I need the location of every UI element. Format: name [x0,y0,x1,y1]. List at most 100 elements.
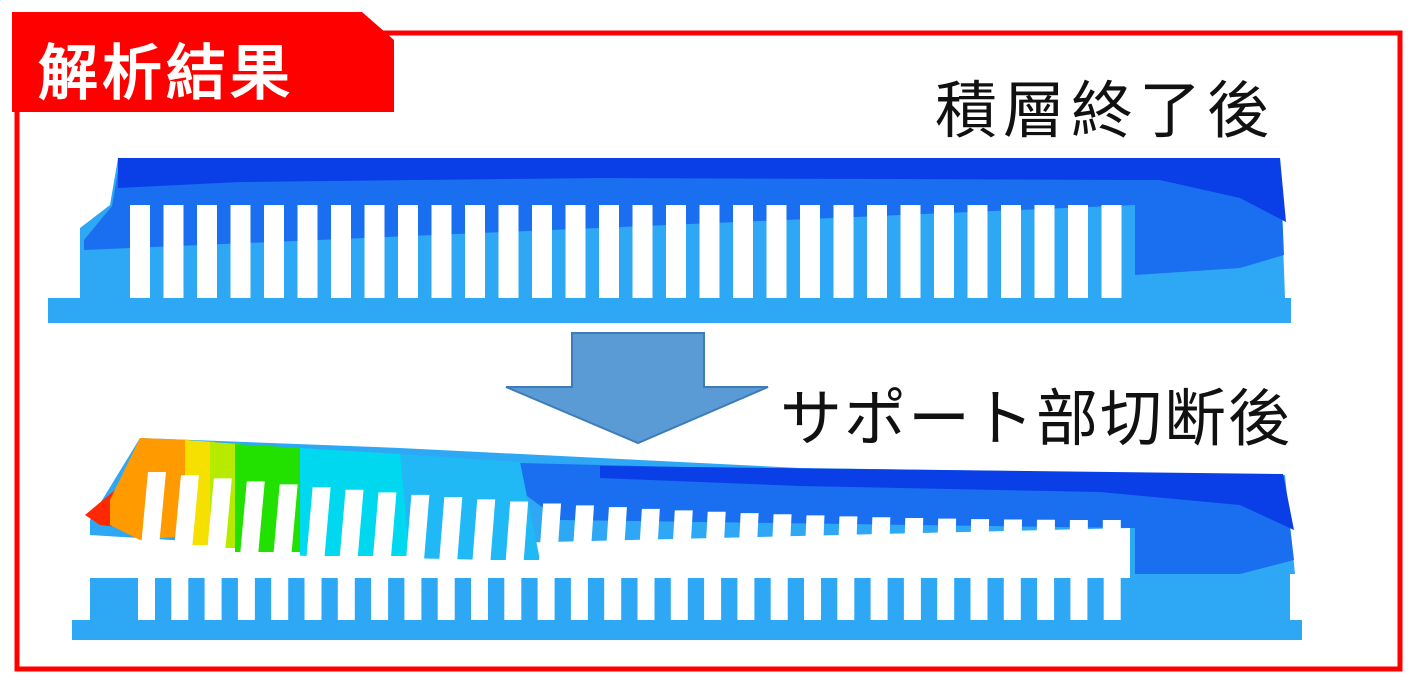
badge-label: 解析結果 [38,39,294,109]
slot-upper [239,481,265,561]
slot-lower [804,578,821,620]
slot-lower [171,578,189,620]
result-frame [14,30,1403,672]
slot-upper [538,503,562,569]
slot-lower [737,578,755,620]
slot-lower [237,578,255,620]
slot-upper [438,497,463,567]
slot [632,205,653,298]
slot-upper [804,515,825,573]
slot-upper [405,494,430,566]
slot-upper [472,499,496,567]
slot-lower [1037,578,1055,620]
slot-upper [936,518,957,574]
slot [498,205,519,298]
slot-lower [304,578,322,620]
slot [431,205,452,298]
slot-lower [537,578,555,620]
slot [1068,205,1088,298]
slot [297,205,318,298]
model-after-build [48,158,1291,323]
slot-lower [371,578,389,620]
slot [833,205,854,298]
slot-upper [206,478,232,560]
slot-upper [970,519,990,574]
cut-gap [90,540,1130,578]
slot [331,205,351,298]
slot-upper [604,507,627,570]
slot-upper [903,517,924,574]
slot-upper [272,484,298,562]
slot-lower [937,578,955,620]
slot-lower [204,578,222,620]
slot-upper [372,492,397,565]
slot [934,205,954,298]
model-after-support-cut [72,438,1302,640]
slot [364,205,385,298]
slot-upper [505,501,529,568]
slot-lower [1103,578,1121,620]
slot [599,205,619,298]
slot-upper [837,516,858,573]
slot [398,205,418,298]
slot [264,205,284,298]
slot-lower [837,578,855,620]
slot [699,205,720,298]
slot-upper [737,513,759,572]
label-after-support-cut: サポート部切断後 [780,382,1292,455]
stress-region-high [600,466,1294,530]
slot-lower [770,578,788,620]
stress-region-high [118,158,1286,222]
slot-lower [637,578,655,620]
slot-lower [404,578,422,620]
result-badge [12,12,394,112]
slot [1001,205,1021,298]
slot-upper [638,508,660,571]
slot [766,205,787,298]
slot [967,205,988,298]
slot-lower [670,578,688,620]
displacement-band [400,454,540,560]
slot-lower [704,578,722,620]
slot-lower [970,578,988,620]
slot [197,205,217,298]
slot-lower [570,578,588,620]
slot-upper [571,505,595,569]
slot-lower [138,578,155,620]
support-region [90,574,1290,620]
slot-lower [271,578,289,620]
slot-lower [504,578,522,620]
slot-upper [306,487,331,563]
slot-upper [339,489,364,564]
arrow-down-icon [505,332,769,445]
slot [565,205,586,298]
base-plate [72,620,1302,640]
slot-upper [1102,520,1121,574]
slot [130,205,150,298]
base-plate [48,298,1291,323]
slot-upper [140,472,166,558]
slot [733,205,753,298]
slot [666,205,686,298]
slot-upper [1036,519,1055,574]
slot-upper [1003,519,1023,574]
slot-lower [337,578,355,620]
slot-lower [437,578,455,620]
slot [1034,205,1055,298]
slot-lower [471,578,488,620]
slot [800,205,820,298]
slot-upper [173,475,199,559]
slot-lower [1003,578,1021,620]
slot-upper [870,517,891,574]
slot-upper [671,510,693,571]
slot [900,205,921,298]
slot-lower [870,578,888,620]
label-after-build: 積層終了後 [935,74,1275,147]
slot-upper [704,511,726,572]
slot [1101,205,1122,298]
slot [867,205,887,298]
slot-upper [1069,519,1088,574]
slot [532,205,552,298]
slot [163,205,184,298]
